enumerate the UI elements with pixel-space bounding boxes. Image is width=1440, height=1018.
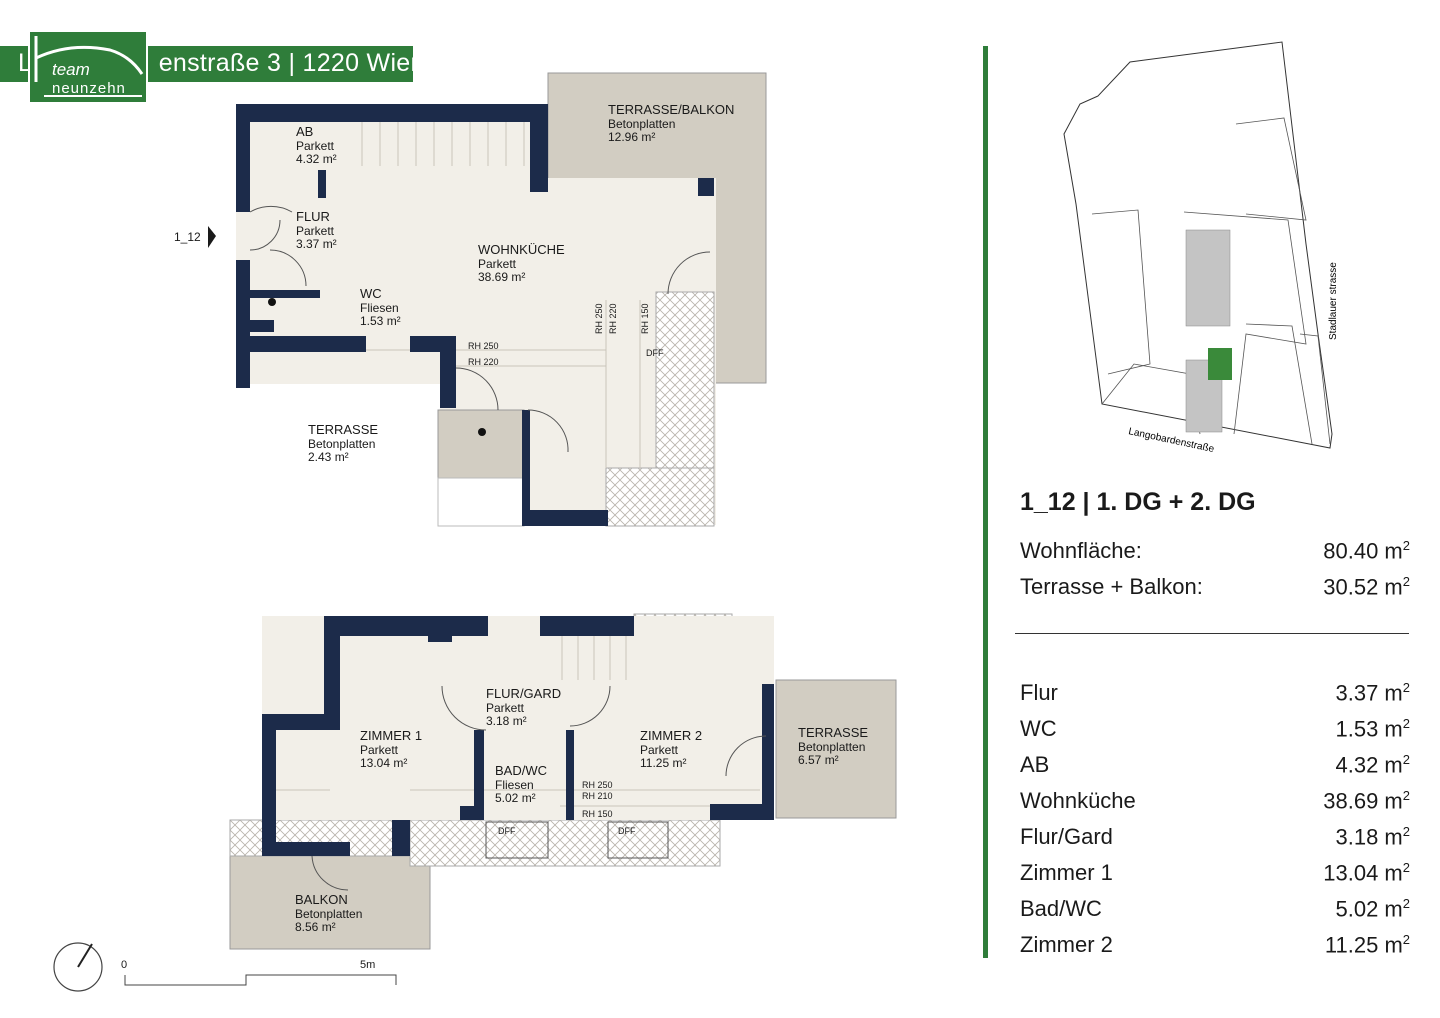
svg-text:Betonplatten: Betonplatten (798, 740, 865, 754)
entrance-arrow-icon (208, 226, 216, 248)
right-terrace-area (775, 679, 897, 819)
label-terrasse-balkon-name: TERRASSE/BALKON (608, 102, 734, 117)
svg-text:5.02 m²: 5.02 m² (495, 791, 536, 805)
panel-divider (983, 46, 988, 958)
label-terrasse-small-name: TERRASSE (308, 422, 378, 437)
svg-text:Parkett: Parkett (486, 701, 525, 715)
label-wc-name: WC (360, 286, 382, 301)
svg-text:Fliesen: Fliesen (360, 301, 399, 315)
summary-divider (1015, 633, 1409, 634)
svg-text:4.32 m²: 4.32 m² (296, 152, 337, 166)
label-flur-name: FLUR (296, 209, 330, 224)
svg-text:DFF: DFF (646, 348, 664, 358)
logo-text-neunzehn: neunzehn (52, 80, 126, 97)
scale-zero: 0 (121, 959, 127, 971)
svg-text:RH 250: RH 250 (468, 341, 499, 351)
lower-floor-fill (262, 616, 774, 820)
svg-text:DFF: DFF (618, 826, 636, 836)
balcony-area (229, 854, 431, 950)
label-terrasse-right-name: TERRASSE (798, 725, 868, 740)
upper-floor-plan (208, 72, 767, 527)
svg-text:RH 150: RH 150 (582, 809, 613, 819)
summary-row-wohnflaeche: Wohnfläche:80.40 m2 (1020, 538, 1410, 564)
lower-floor-plan (53, 613, 897, 992)
svg-text:Parkett: Parkett (360, 743, 399, 757)
label-balkon-name: BALKON (295, 892, 348, 907)
svg-text:13.04 m²: 13.04 m² (360, 756, 407, 770)
svg-text:38.69 m²: 38.69 m² (478, 270, 525, 284)
label-bad-wc-name: BAD/WC (495, 763, 547, 778)
svg-text:3.37 m²: 3.37 m² (296, 237, 337, 251)
label-ab-name: AB (296, 124, 313, 139)
svg-text:Parkett: Parkett (478, 257, 517, 271)
logo-text-team: team (52, 60, 90, 79)
svg-text:Betonplatten: Betonplatten (295, 907, 362, 921)
svg-text:RH 250: RH 250 (582, 780, 613, 790)
compass-icon (53, 942, 103, 992)
scale-five: 5m (360, 959, 375, 971)
label-zimmer2-name: ZIMMER 2 (640, 728, 702, 743)
label-zimmer1-name: ZIMMER 1 (360, 728, 422, 743)
scale-bar (124, 974, 397, 986)
svg-text:8.56 m²: 8.56 m² (295, 920, 336, 934)
svg-text:RH 150: RH 150 (640, 303, 650, 334)
summary-row-terrasse: Terrasse + Balkon:30.52 m2 (1020, 574, 1410, 600)
unit-entrance-label: 1_12 (174, 230, 201, 244)
svg-text:11.25 m²: 11.25 m² (640, 756, 686, 770)
svg-text:6.57 m²: 6.57 m² (798, 753, 839, 767)
svg-text:Betonplatten: Betonplatten (608, 117, 675, 131)
svg-text:RH 210: RH 210 (582, 791, 613, 801)
svg-text:2.43 m²: 2.43 m² (308, 450, 349, 464)
svg-text:12.96 m²: 12.96 m² (608, 130, 655, 144)
company-logo (28, 30, 148, 104)
svg-text:Betonplatten: Betonplatten (308, 437, 375, 451)
unit-title: 1_12 | 1. DG + 2. DG (1020, 488, 1256, 516)
svg-text:DFF: DFF (498, 826, 516, 836)
svg-text:Parkett: Parkett (296, 139, 335, 153)
svg-text:RH 250: RH 250 (594, 303, 604, 334)
svg-text:1.53 m²: 1.53 m² (360, 314, 401, 328)
svg-text:RH 220: RH 220 (468, 357, 499, 367)
label-flur-gard-name: FLUR/GARD (486, 686, 561, 701)
svg-text:Parkett: Parkett (640, 743, 679, 757)
svg-text:Parkett: Parkett (296, 224, 335, 238)
label-wohnkueche-name: WOHNKÜCHE (478, 242, 565, 257)
floor-plan: AB Parkett 4.32 m² FLUR Parkett 3.37 m² … (53, 72, 897, 992)
unit-location-highlight (1208, 348, 1232, 380)
svg-text:RH 220: RH 220 (608, 303, 618, 334)
site-plan: Langobardenstraße Stadlauer strasse (1063, 41, 1339, 455)
svg-text:Fliesen: Fliesen (495, 778, 534, 792)
svg-text:3.18 m²: 3.18 m² (486, 714, 527, 728)
small-terrace-area (437, 409, 525, 479)
street-stadlauer: Stadlauer strasse (1328, 262, 1339, 340)
